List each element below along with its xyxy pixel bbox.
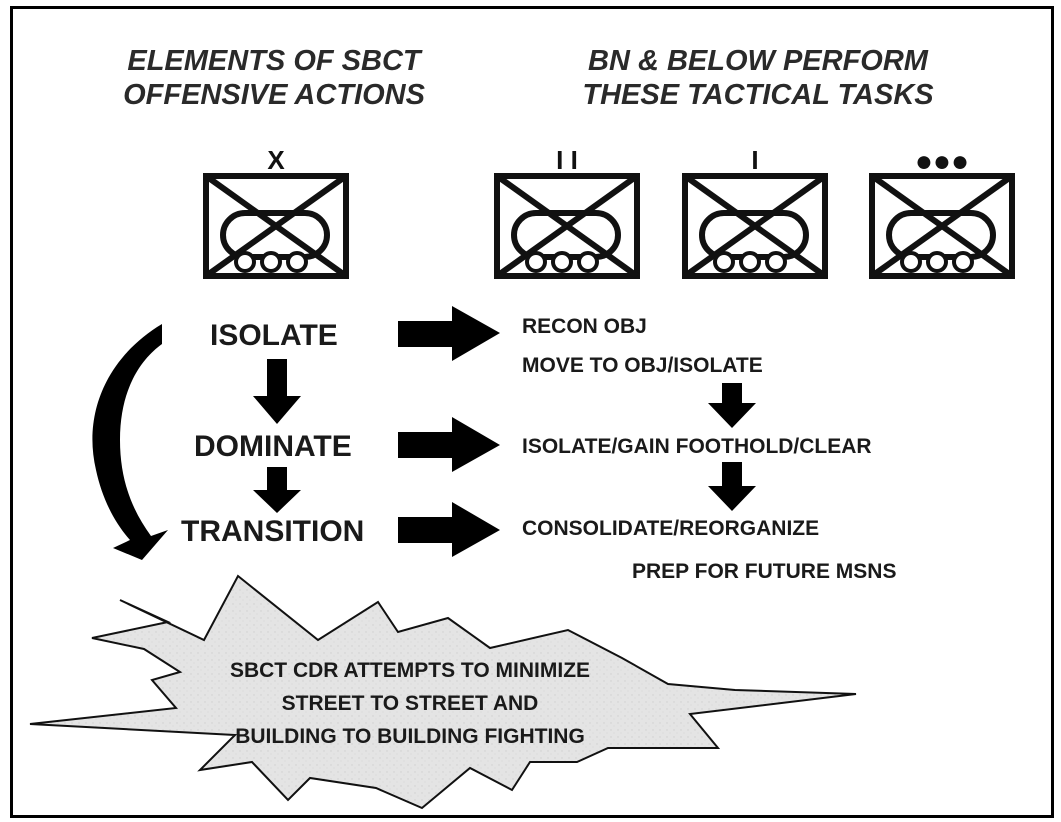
unit-symbol-company	[682, 173, 828, 279]
task-prep-future: PREP FOR FUTURE MSNS	[632, 560, 897, 583]
stage-isolate: ISOLATE	[210, 319, 338, 352]
callout-line-3: BUILDING TO BUILDING FIGHTING	[235, 725, 585, 748]
header-right: BN & BELOW PERFORM THESE TACTICAL TASKS	[548, 44, 968, 112]
header-right-line-1: BN & BELOW PERFORM	[588, 45, 928, 77]
task-isolate-gain-clear: ISOLATE/GAIN FOOTHOLD/CLEAR	[522, 435, 872, 458]
echelon-mark-platoon: ●●●	[915, 145, 969, 178]
task-move-to-obj: MOVE TO OBJ/ISOLATE	[522, 354, 763, 377]
callout-starburst	[29, 574, 857, 810]
header-right-line-2: THESE TACTICAL TASKS	[582, 79, 934, 111]
echelon-mark-battalion: I I	[556, 145, 578, 175]
arrow-dominate-to-tasks	[398, 417, 500, 472]
echelon-mark-company: I	[751, 145, 758, 175]
callout-line-1: SBCT CDR ATTEMPTS TO MINIMIZE	[229, 659, 591, 682]
arrow-transition-to-tasks	[398, 502, 500, 557]
unit-symbol-platoon	[869, 173, 1015, 279]
arrow-clear-to-consolidate	[708, 462, 756, 511]
arrow-dominate-to-transition	[253, 467, 301, 513]
curved-cycle-arrow	[92, 324, 168, 560]
task-consolidate: CONSOLIDATE/REORGANIZE	[522, 517, 820, 540]
header-left-line-1: ELEMENTS OF SBCT	[127, 45, 421, 77]
task-recon-obj: RECON OBJ	[522, 315, 647, 338]
callout-text: SBCT CDR ATTEMPTS TO MINIMIZE STREET TO …	[180, 654, 640, 753]
stage-transition: TRANSITION	[181, 515, 365, 548]
stage-dominate: DOMINATE	[194, 430, 352, 463]
arrow-isolate-to-dominate	[253, 359, 301, 424]
unit-symbol-battalion	[494, 173, 640, 279]
callout-line-2: STREET TO STREET AND	[281, 692, 539, 715]
arrow-move-to-isolate-gain	[708, 383, 756, 428]
header-left: ELEMENTS OF SBCT OFFENSIVE ACTIONS	[84, 44, 464, 112]
echelon-mark-brigade: X	[267, 145, 285, 175]
arrow-isolate-to-tasks	[398, 306, 500, 361]
unit-symbol-brigade	[203, 173, 349, 279]
header-left-line-2: OFFENSIVE ACTIONS	[123, 79, 425, 111]
